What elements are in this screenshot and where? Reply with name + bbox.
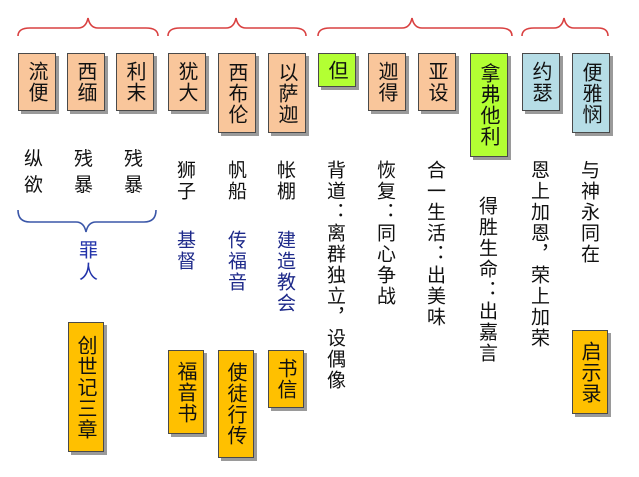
tribe-box-simeon: 西缅 xyxy=(67,53,105,111)
book-box-genesis-3: 创世记三章 xyxy=(68,322,104,452)
tribe-box-gad: 迦得 xyxy=(368,53,406,111)
top-bracket-group-1 xyxy=(17,17,159,37)
subtitle-zebulun: 传福音 xyxy=(225,230,247,293)
sinners-label: 罪人 xyxy=(76,240,98,284)
bottom-bracket-sinners xyxy=(17,209,157,233)
description-gad: 恢复：同心争战 xyxy=(374,160,396,307)
top-bracket-group-4 xyxy=(521,17,609,37)
tribe-box-benjamin: 便雅悯 xyxy=(572,53,610,133)
subtitle-judah: 基督 xyxy=(174,230,196,272)
description-simeon: 残暴 xyxy=(74,148,96,196)
description-reuben: 纵欲 xyxy=(24,148,46,196)
description-zebulun: 帆船 xyxy=(225,160,247,202)
description-naphtali: 得胜生命：出嘉言 xyxy=(476,196,498,364)
tribe-box-levi: 利末 xyxy=(116,53,154,111)
subtitle-issachar: 建造教会 xyxy=(274,230,296,314)
description-joseph: 恩上加恩，荣上加荣 xyxy=(528,160,550,349)
description-judah: 狮子 xyxy=(174,160,196,202)
book-box-epistles: 书信 xyxy=(268,350,304,408)
book-box-revelation: 启示录 xyxy=(572,330,608,414)
tribe-box-dan: 但 xyxy=(318,53,356,87)
top-bracket-group-2 xyxy=(167,17,307,37)
book-box-acts: 使徒行传 xyxy=(218,350,254,458)
description-benjamin: 与神永同在 xyxy=(578,160,600,265)
tribe-box-naphtali: 拿弗他利 xyxy=(470,53,508,157)
tribe-box-asher: 亚设 xyxy=(418,53,456,111)
tribe-box-judah: 犹大 xyxy=(168,53,206,111)
tribe-box-zebulun: 西布伦 xyxy=(218,53,256,133)
description-issachar: 帐棚 xyxy=(274,160,296,202)
tribe-box-reuben: 流便 xyxy=(18,53,56,111)
tribe-box-joseph: 约瑟 xyxy=(522,53,560,111)
top-bracket-group-3 xyxy=(317,17,513,37)
description-dan: 背道：离群独立，设偶像 xyxy=(324,160,346,391)
description-levi: 残暴 xyxy=(124,148,146,196)
book-box-gospels: 福音书 xyxy=(168,350,204,434)
tribe-box-issachar: 以萨迦 xyxy=(268,53,306,133)
description-asher: 合一生活：出美味 xyxy=(424,160,446,328)
